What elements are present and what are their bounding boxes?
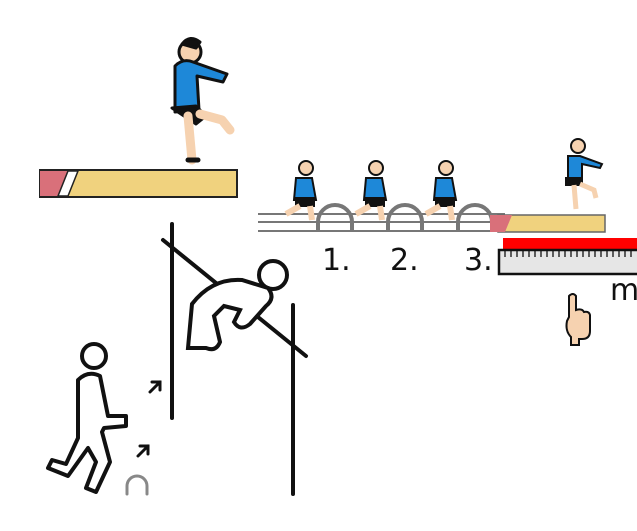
step-label-1: 1. [322, 243, 351, 278]
step-label-2: 2. [390, 243, 419, 278]
step-label-3: 3. [464, 243, 493, 278]
ruler [497, 248, 637, 276]
high-jump [125, 222, 308, 496]
runner-outline [46, 342, 128, 494]
jumper-figure-right [565, 138, 604, 210]
hurdles [316, 203, 494, 232]
measure-tape [503, 238, 637, 250]
sand-pit-right [490, 214, 606, 233]
unit-label: m [610, 273, 637, 308]
jumper-figure-top [170, 37, 235, 165]
runners [284, 160, 458, 221]
pointing-hand-icon [565, 293, 591, 346]
sand-pit-top [39, 169, 238, 198]
